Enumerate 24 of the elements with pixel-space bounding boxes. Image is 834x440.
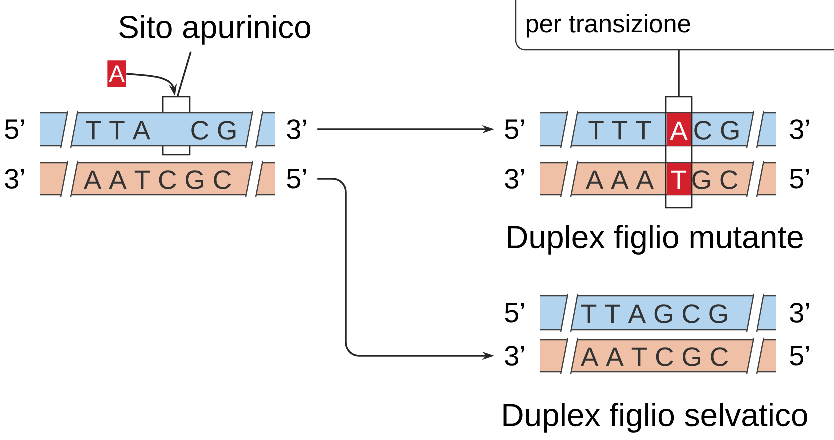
site-label: Sito apurinico xyxy=(120,15,311,45)
node-label: 3’ xyxy=(505,346,524,366)
dna-strand: 3’ A A T C G C 5’ xyxy=(505,337,810,375)
callout-box: per transizione xyxy=(515,0,834,51)
duplex-caption: Duplex figlio mutante xyxy=(508,225,803,255)
duplex-caption: Duplex figlio selvatico xyxy=(504,403,808,433)
leader-line xyxy=(678,50,680,97)
node-label: 5’ xyxy=(505,303,524,323)
node-label: 5’ xyxy=(287,169,306,189)
node-label: 3’ xyxy=(505,169,524,189)
node-label: 5’ xyxy=(790,169,810,189)
dna-strand: 5’ T T A G C G 3’ xyxy=(505,293,810,333)
node-label: 3’ xyxy=(5,169,24,189)
node-label: 5’ xyxy=(505,120,524,140)
node-label: 3’ xyxy=(287,120,306,140)
dna-strand: 3’ A A T C G C 5’ xyxy=(5,160,306,198)
leader-line xyxy=(177,52,192,97)
node-label: 5’ xyxy=(5,120,24,140)
dna-strand: 5’ T T A C G 3’ xyxy=(5,110,306,149)
node-label: 3’ xyxy=(790,120,810,140)
mutation-box: A T xyxy=(665,96,693,209)
node-label: 3’ xyxy=(790,303,810,323)
node-label: 5’ xyxy=(790,346,810,366)
base-tag: A xyxy=(108,60,126,88)
